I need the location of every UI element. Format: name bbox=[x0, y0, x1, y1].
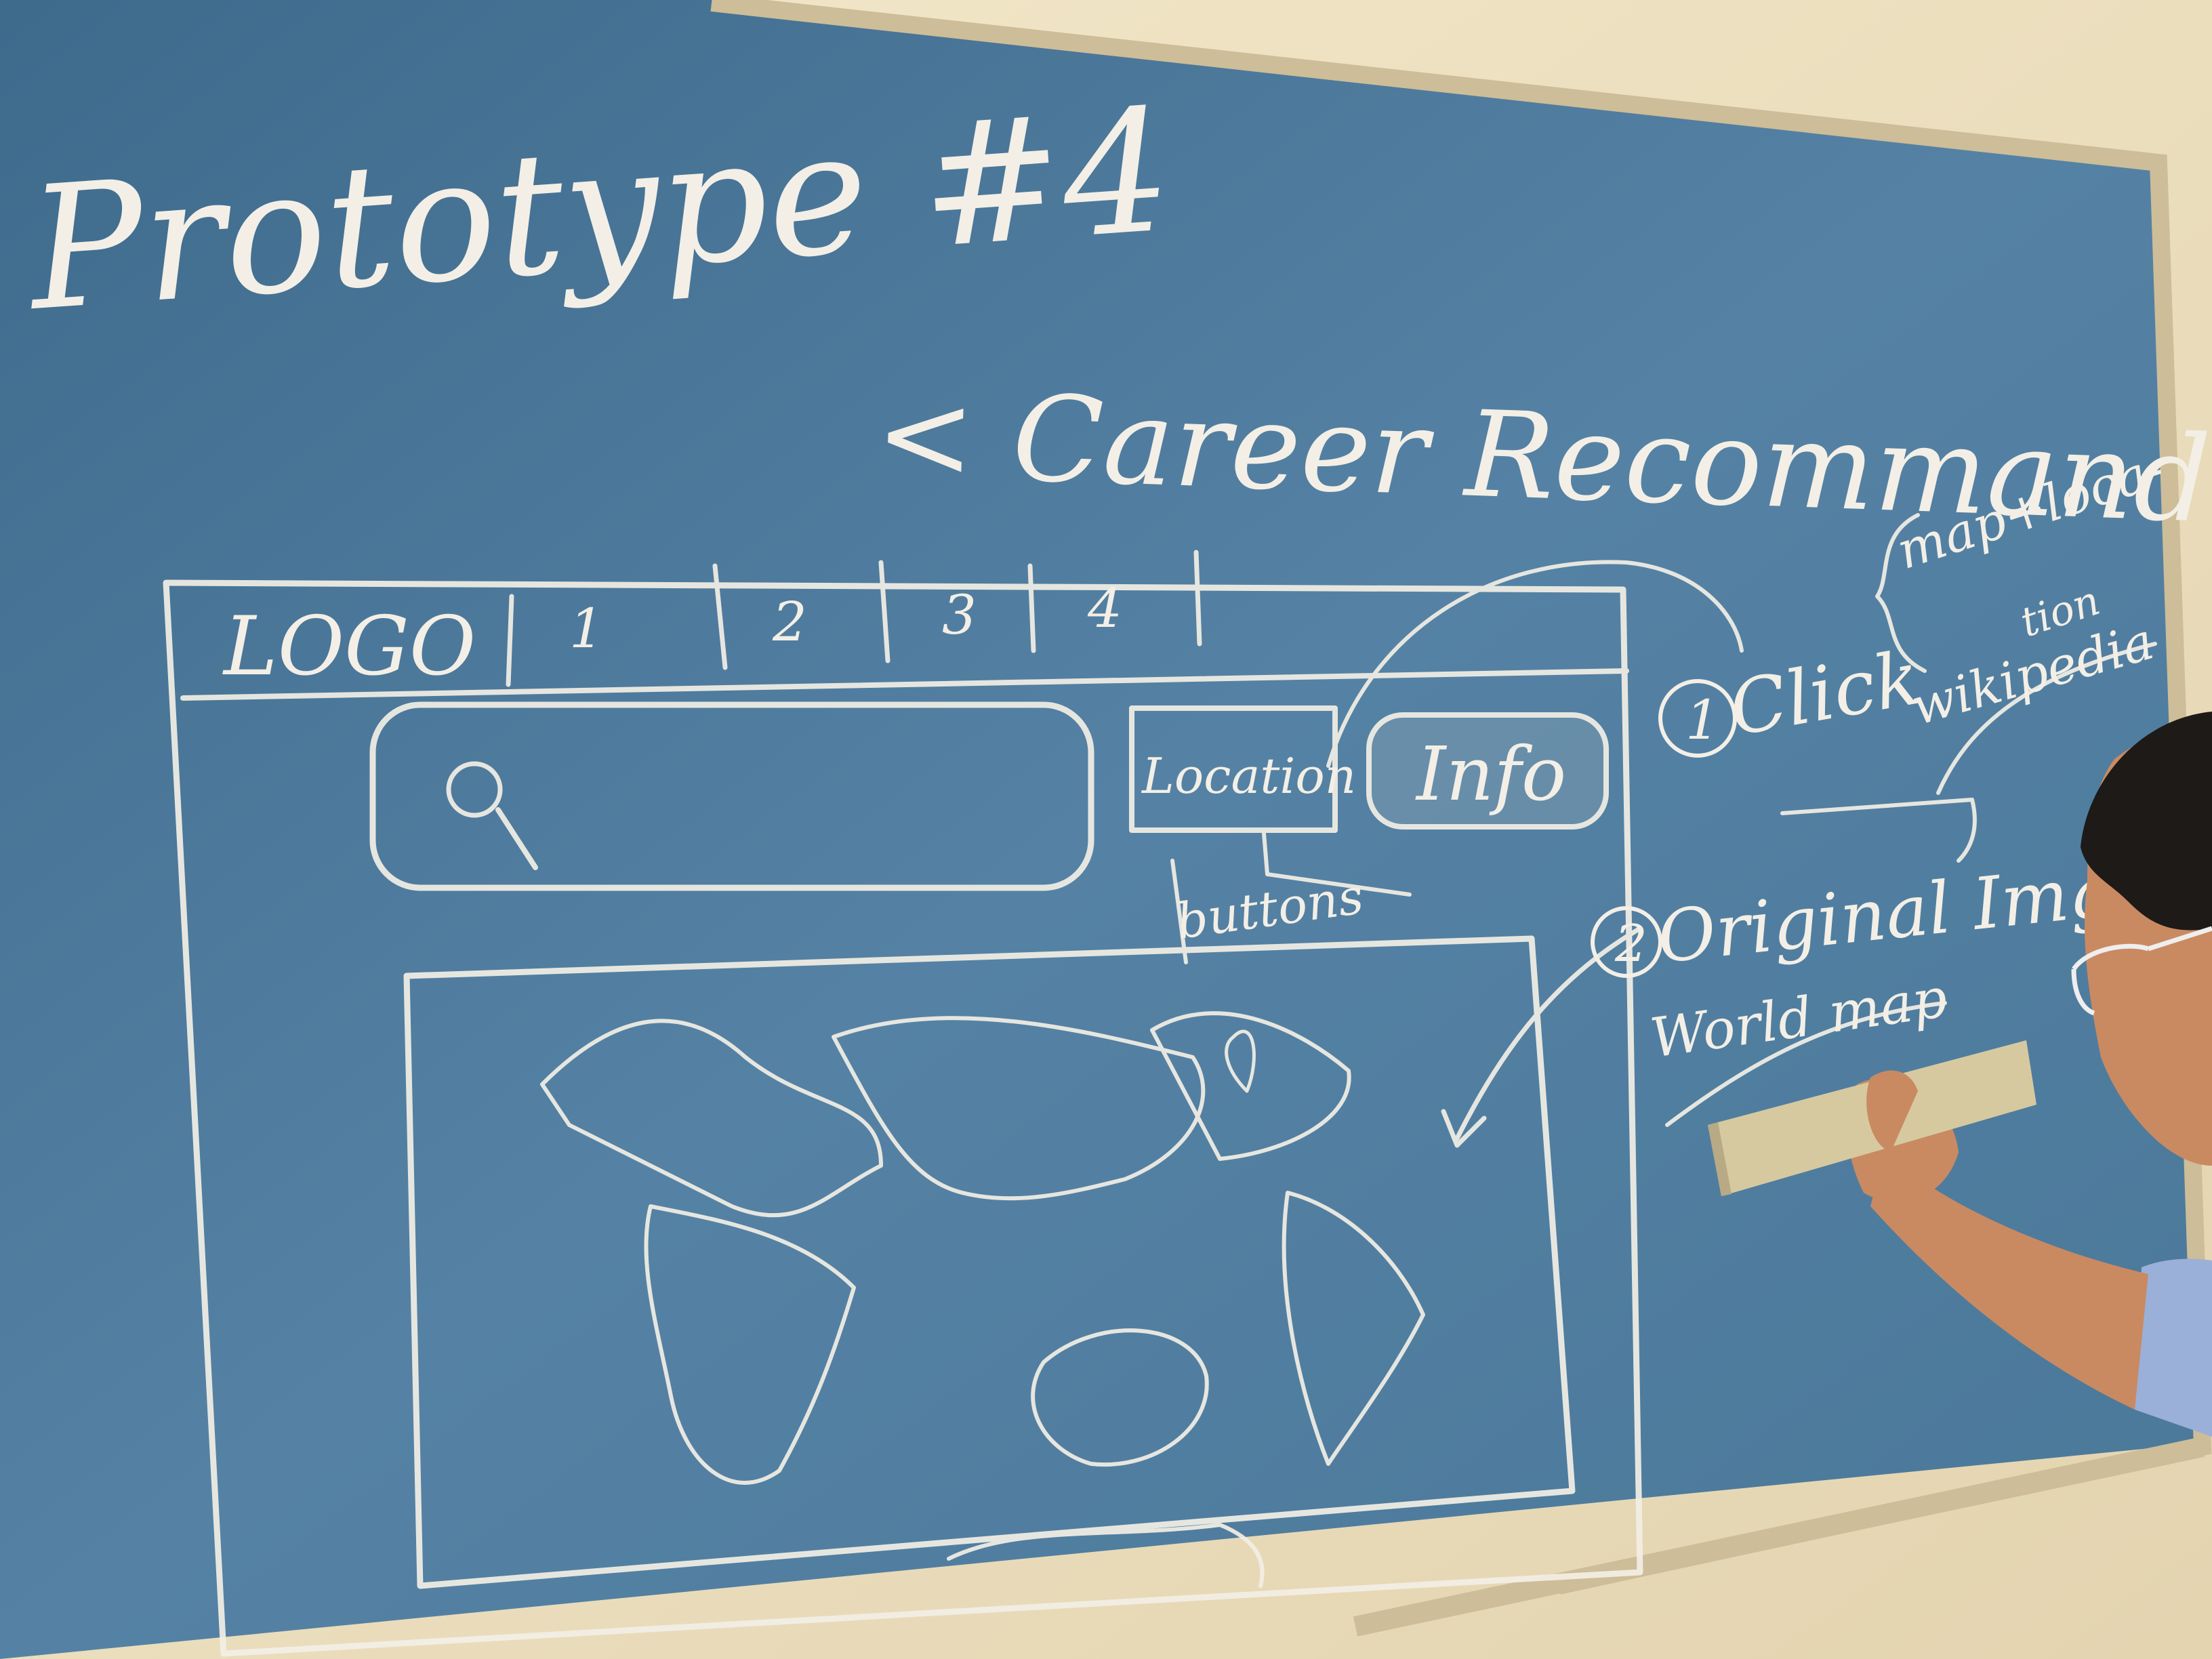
map-pin-icon bbox=[1225, 1029, 1256, 1093]
sketch-tab-label: 4 bbox=[1087, 577, 1122, 640]
sketch-continent bbox=[947, 1523, 1265, 1588]
sketch-tab-label: 2 bbox=[772, 590, 807, 653]
connector-buttons-down bbox=[1170, 859, 1188, 964]
sketch-continent bbox=[832, 1016, 1206, 1201]
wireframe-outer bbox=[163, 579, 1643, 1657]
note-number-circle bbox=[1591, 906, 1662, 978]
magnifier-icon-handle bbox=[495, 807, 538, 870]
nav-divider bbox=[506, 594, 514, 687]
underline-worldmap bbox=[1665, 1001, 1947, 1127]
brace bbox=[1875, 513, 1927, 673]
nav-divider bbox=[1027, 563, 1036, 653]
sketch-continent bbox=[1150, 1011, 1351, 1161]
connector-wikipedia bbox=[1936, 642, 2157, 795]
magnifier-icon bbox=[446, 761, 503, 818]
sketch-location-label: Location bbox=[1141, 747, 1356, 804]
sketch-continent bbox=[540, 1019, 883, 1218]
wireframe-navbar-line bbox=[180, 668, 1629, 701]
sketch-map-frame bbox=[403, 935, 1576, 1589]
sketch-search-box bbox=[369, 701, 1094, 891]
nav-divider bbox=[1193, 550, 1202, 647]
nav-divider bbox=[878, 560, 890, 663]
person-hair bbox=[2081, 712, 2212, 930]
sketch-tab-label: 3 bbox=[942, 583, 977, 647]
person-shirt bbox=[2135, 1258, 2212, 1437]
nav-divider bbox=[712, 563, 728, 670]
note-number-circle bbox=[1658, 679, 1737, 758]
sketch-continent bbox=[1282, 1191, 1425, 1466]
sketch-tab-label: 1 bbox=[569, 597, 604, 660]
sketch-logo-label: LOGO bbox=[222, 600, 476, 694]
arrow-to-map bbox=[1441, 926, 1643, 1148]
person bbox=[1708, 712, 2212, 1437]
sketch-location-button bbox=[1129, 705, 1338, 833]
note-1-number: 1 bbox=[1685, 689, 1720, 752]
connector-buttons bbox=[1262, 832, 1412, 897]
person-fingers bbox=[1866, 1070, 1918, 1152]
sketch-info-label: Info bbox=[1415, 731, 1566, 817]
eraser-side bbox=[1708, 1122, 1732, 1196]
sketch-continent bbox=[1031, 1328, 1209, 1467]
board-frame-bottom bbox=[1353, 1437, 2205, 1637]
note-2-number: 2 bbox=[1614, 914, 1647, 973]
sketch-info-button bbox=[1366, 712, 1609, 830]
glasses-icon bbox=[2071, 926, 2212, 1016]
underline-original bbox=[1780, 798, 1977, 863]
sketch-continent bbox=[644, 1204, 856, 1485]
person-arm bbox=[1870, 1152, 2148, 1410]
connector-click bbox=[1326, 560, 1744, 768]
